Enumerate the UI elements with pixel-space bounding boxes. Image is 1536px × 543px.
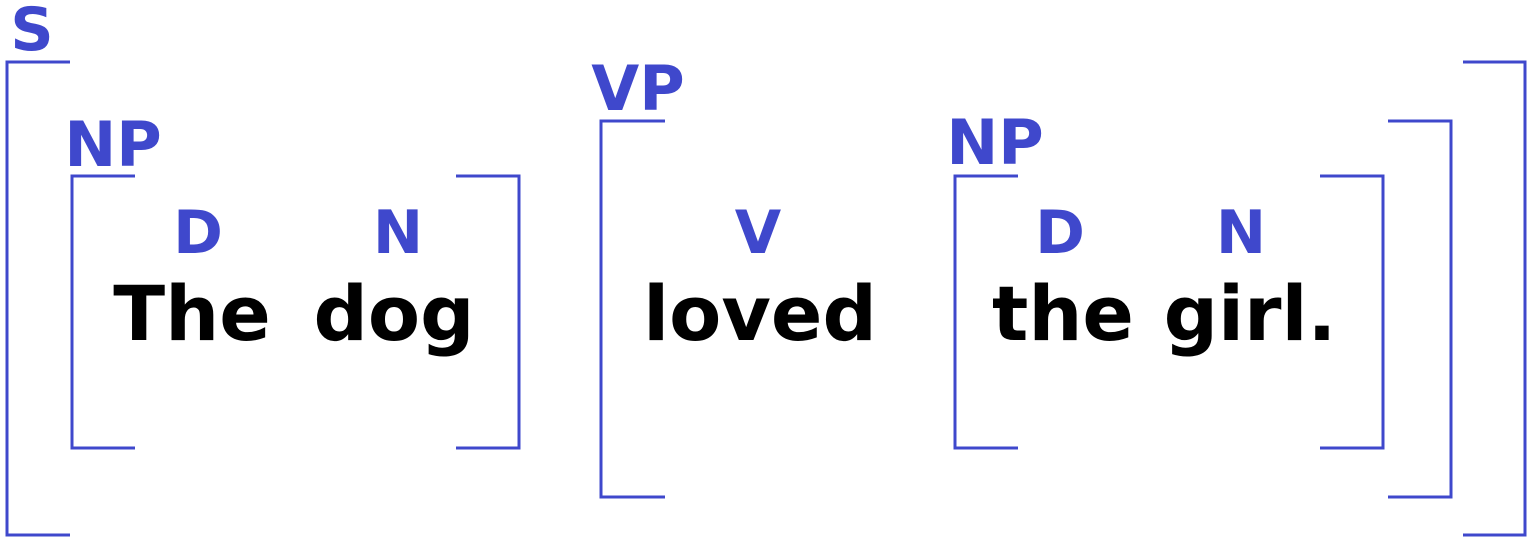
determiner-label: D [173,198,223,268]
np-object-bracket-left [953,174,1018,450]
np-object-label: NP [946,106,1043,179]
determiner-label: D [1035,198,1085,268]
noun-label: N [1216,198,1266,268]
vp-bracket-left [599,119,665,499]
verb-label: V [735,198,782,268]
s-bracket-right [1463,60,1527,537]
vp-label: VP [591,52,684,125]
vp-bracket-right [1388,119,1453,499]
np-subject-bracket-right [456,174,521,450]
s-label: S [10,0,53,65]
word-girl: girl. [1164,269,1337,358]
np-object-bracket-right [1320,174,1385,450]
word-the: The [113,269,271,358]
noun-label: N [373,198,423,268]
word-the-lower: the [992,269,1134,358]
word-loved: loved [643,269,877,358]
np-subject-label: NP [64,108,161,181]
np-subject-bracket-left [70,174,135,450]
word-dog: dog [313,269,474,358]
s-bracket-left [5,60,70,537]
